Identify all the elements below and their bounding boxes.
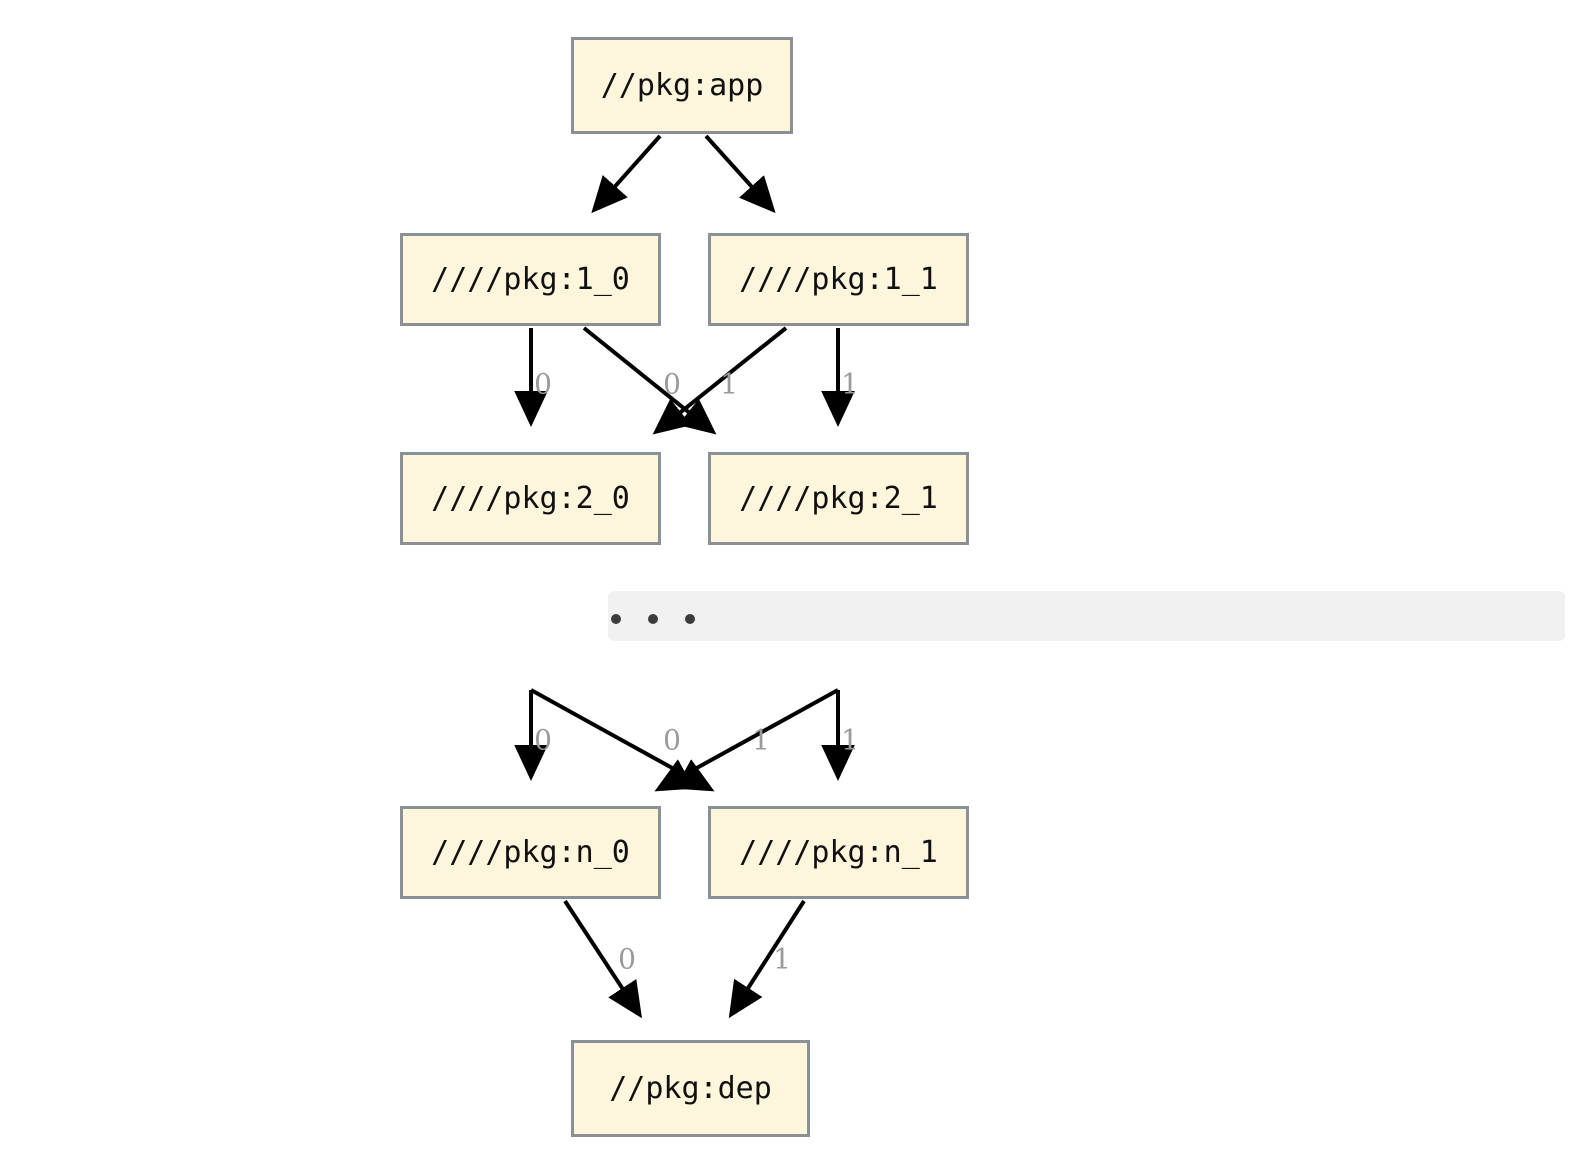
edge-line [654, 688, 839, 792]
edge-e-app-1_0 [591, 134, 662, 214]
node-box[interactable] [708, 233, 969, 326]
ellipsis-separator [608, 591, 1565, 641]
node-box[interactable] [400, 452, 661, 545]
edge-line [591, 134, 662, 214]
node-nn_0[interactable]: ////pkg:n_0 [400, 806, 661, 899]
edge-label: 0 [663, 368, 681, 401]
edge-e-dangling-n_1b: 1 [821, 690, 859, 781]
edge-e-dangling-n_0: 0 [514, 690, 552, 781]
node-n1_0[interactable]: ////pkg:1_0 [400, 233, 661, 326]
node-box[interactable] [400, 806, 661, 899]
edge-label: 1 [841, 368, 859, 401]
edge-label: 1 [752, 724, 770, 757]
edge-label: 0 [534, 724, 552, 757]
node-box[interactable] [708, 452, 969, 545]
node-box[interactable] [708, 806, 969, 899]
edge-label: 0 [618, 943, 636, 976]
ellipsis-band [608, 591, 1565, 641]
node-label: ////pkg:n_1 [739, 835, 938, 870]
edge-e-n_0-dep: 0 [563, 899, 643, 1019]
edges-layer: 0 0 1 1 0 0 1 1 0 1 [514, 134, 859, 1019]
edge-line [728, 899, 806, 1019]
node-box[interactable] [571, 1040, 810, 1137]
nodes-layer: //pkg:app ////pkg:1_0 ////pkg:1_1 ////pkg:2… [400, 37, 969, 1137]
edge-e-1_0-2_1: 0 [582, 326, 717, 435]
ellipsis-dot-3-icon [685, 614, 695, 624]
node-label: //pkg:app [601, 68, 764, 103]
node-label: ////pkg:1_1 [739, 262, 938, 297]
ellipsis-dot-1-icon [611, 614, 621, 624]
edge-e-1_1-2_1: 1 [821, 328, 859, 427]
node-n2_1[interactable]: ////pkg:2_1 [708, 452, 969, 545]
edge-e-1_1-2_0: 1 [652, 326, 788, 435]
edge-label: 0 [534, 368, 552, 401]
edge-label: 1 [841, 724, 859, 757]
edge-line [582, 326, 717, 435]
node-box[interactable] [400, 233, 661, 326]
node-label: ////pkg:2_0 [431, 481, 630, 516]
edge-e-app-1_1 [704, 134, 776, 214]
node-nn_1[interactable]: ////pkg:n_1 [708, 806, 969, 899]
edge-e-1_0-2_0: 0 [514, 328, 552, 427]
edge-line [563, 899, 643, 1019]
ellipsis-dot-2-icon [648, 614, 658, 624]
node-label: ////pkg:n_0 [431, 835, 630, 870]
edge-line [652, 326, 788, 435]
edge-label: 1 [720, 368, 738, 401]
node-label: //pkg:dep [609, 1071, 772, 1106]
edge-e-n_1-dep: 1 [728, 899, 806, 1019]
node-n1_1[interactable]: ////pkg:1_1 [708, 233, 969, 326]
edge-label: 0 [663, 724, 681, 757]
edge-label: 1 [773, 943, 791, 976]
edge-e-dangling-n_0b: 1 [654, 688, 839, 792]
node-box[interactable] [571, 37, 793, 134]
edge-line [704, 134, 776, 214]
node-dep[interactable]: //pkg:dep [571, 1040, 810, 1137]
node-app[interactable]: //pkg:app [571, 37, 793, 134]
node-label: ////pkg:2_1 [739, 481, 938, 516]
node-label: ////pkg:1_0 [431, 262, 630, 297]
node-n2_0[interactable]: ////pkg:2_0 [400, 452, 661, 545]
